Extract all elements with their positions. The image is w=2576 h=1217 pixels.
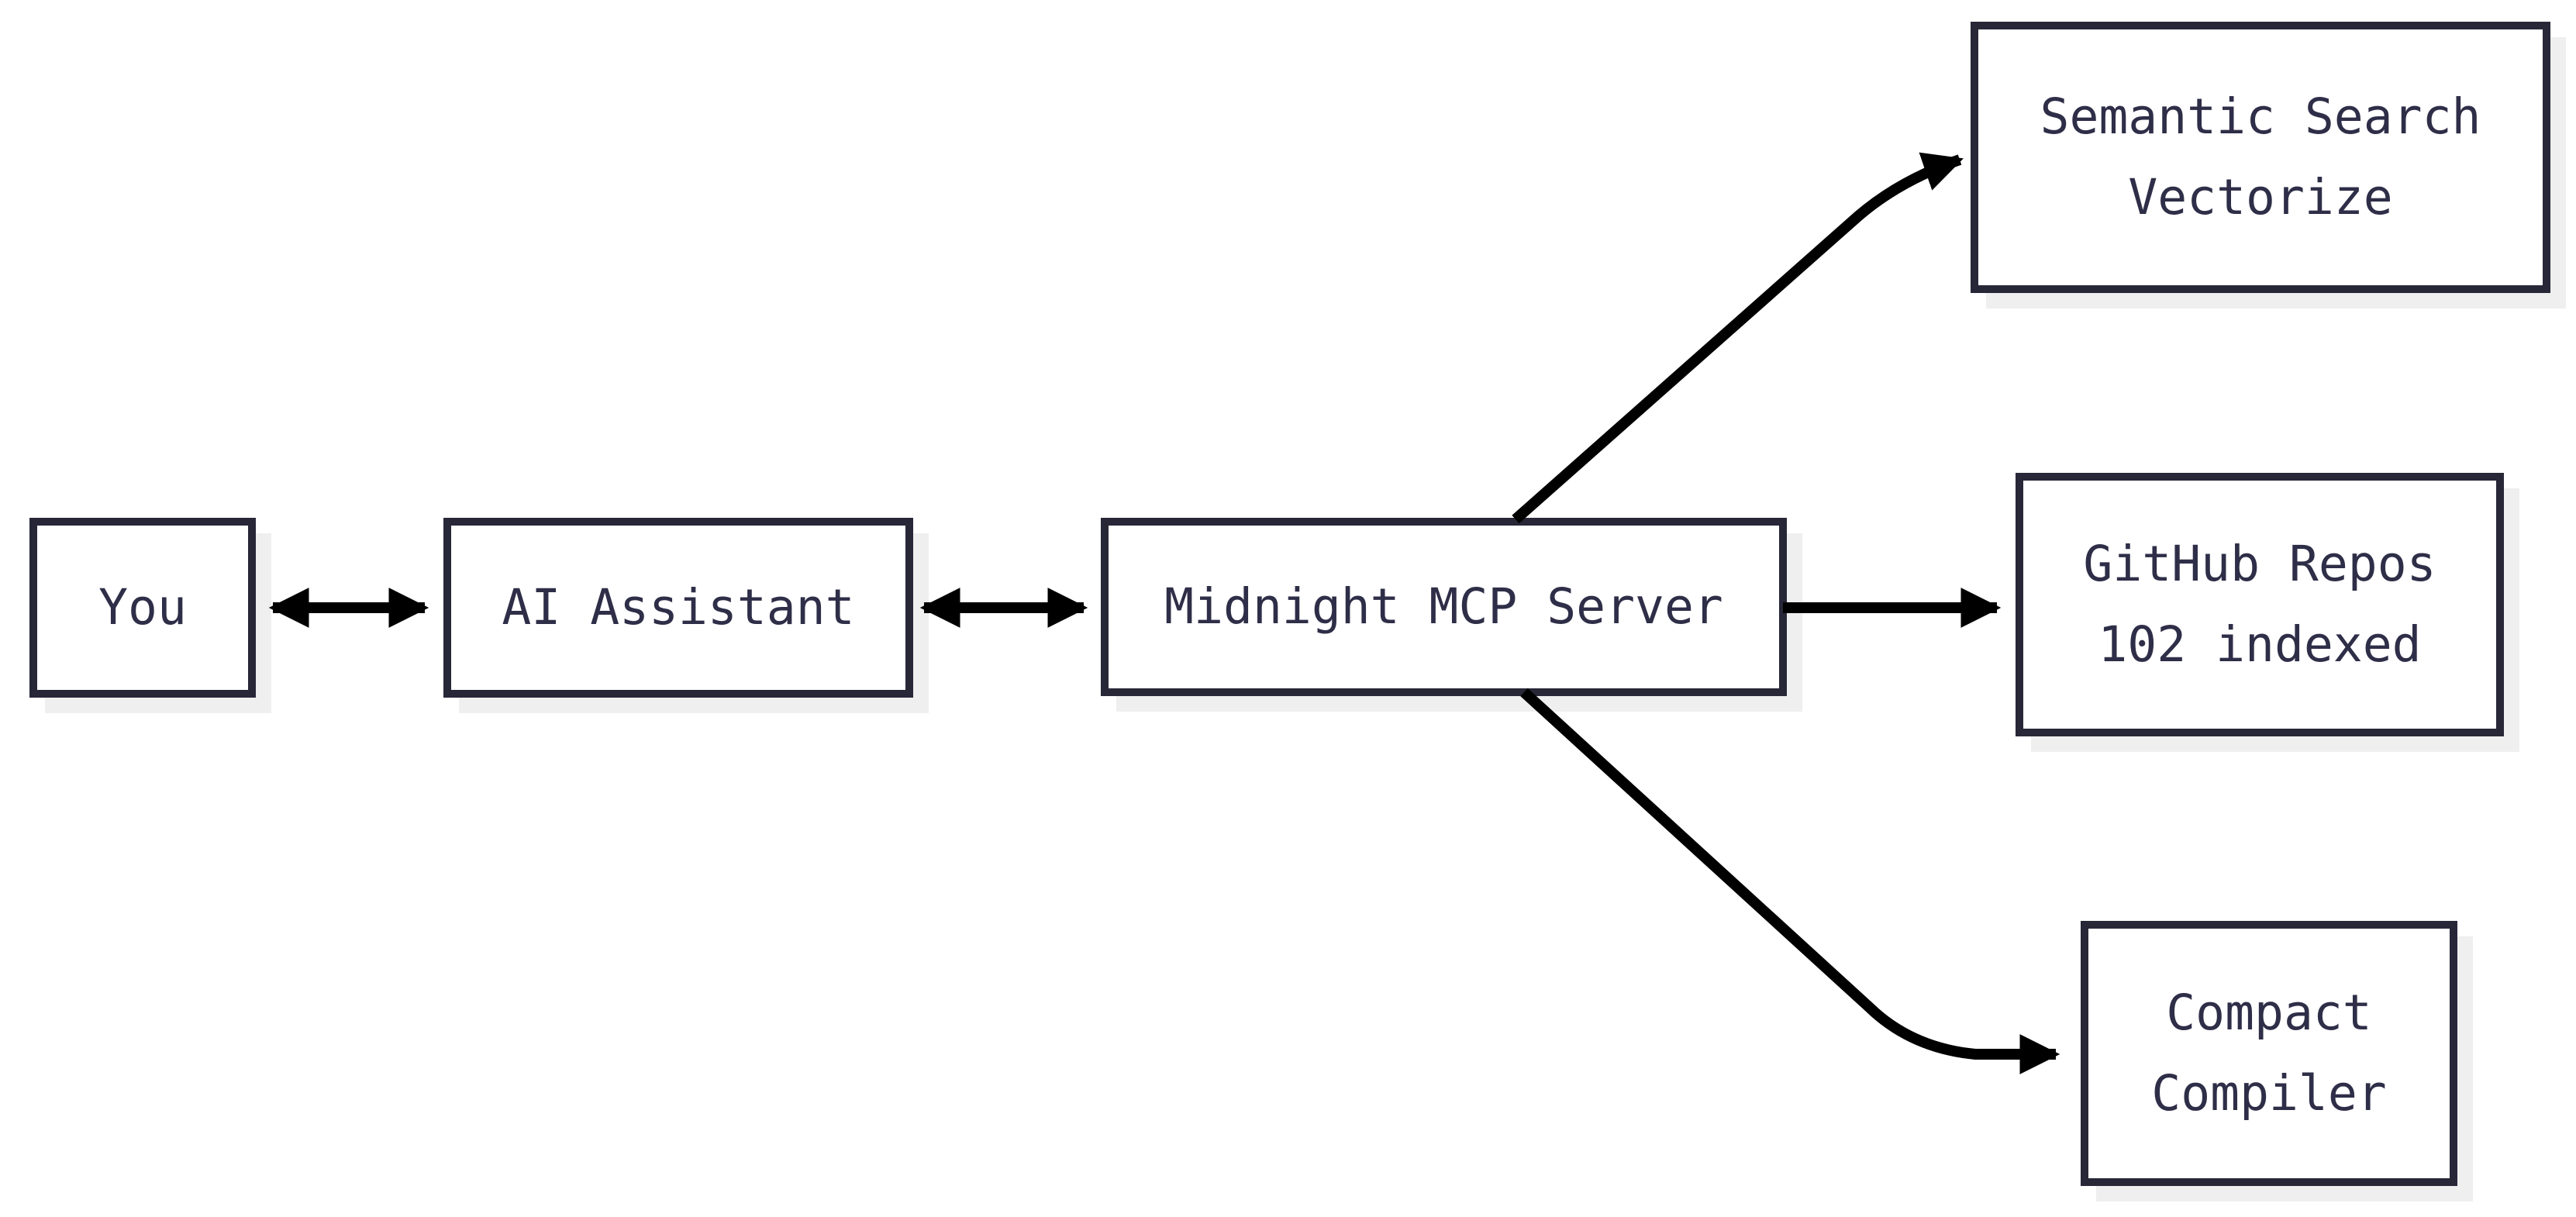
edge-mcp-compact-compiler-arrow — [1520, 688, 2060, 1074]
edge-mcp-semantic-search-arrow — [1512, 152, 1964, 524]
node-semantic-search-vectorize: Semantic Search Vectorize — [1971, 22, 2550, 293]
node-midnight-mcp-server: Midnight MCP Server — [1101, 518, 1787, 696]
node-you-label: You — [98, 579, 187, 636]
node-compact-compiler-label-line1: Compact — [2166, 984, 2372, 1041]
node-ai-assistant: AI Assistant — [443, 518, 913, 698]
node-midnight-mcp-server-label: Midnight MCP Server — [1164, 578, 1723, 635]
node-github-repos: GitHub Repos 102 indexed — [2016, 473, 2504, 736]
node-ai-assistant-label: AI Assistant — [502, 579, 855, 636]
node-semantic-search-label-line1: Semantic Search — [2040, 88, 2481, 145]
node-compact-compiler-label-line2: Compiler — [2151, 1065, 2387, 1122]
node-you: You — [29, 518, 256, 698]
node-compact-compiler: Compact Compiler — [2081, 921, 2457, 1186]
node-semantic-search-label-line2: Vectorize — [2128, 169, 2393, 226]
node-github-repos-label-line2: 102 indexed — [2098, 616, 2422, 673]
node-github-repos-label-line1: GitHub Repos — [2083, 536, 2436, 592]
